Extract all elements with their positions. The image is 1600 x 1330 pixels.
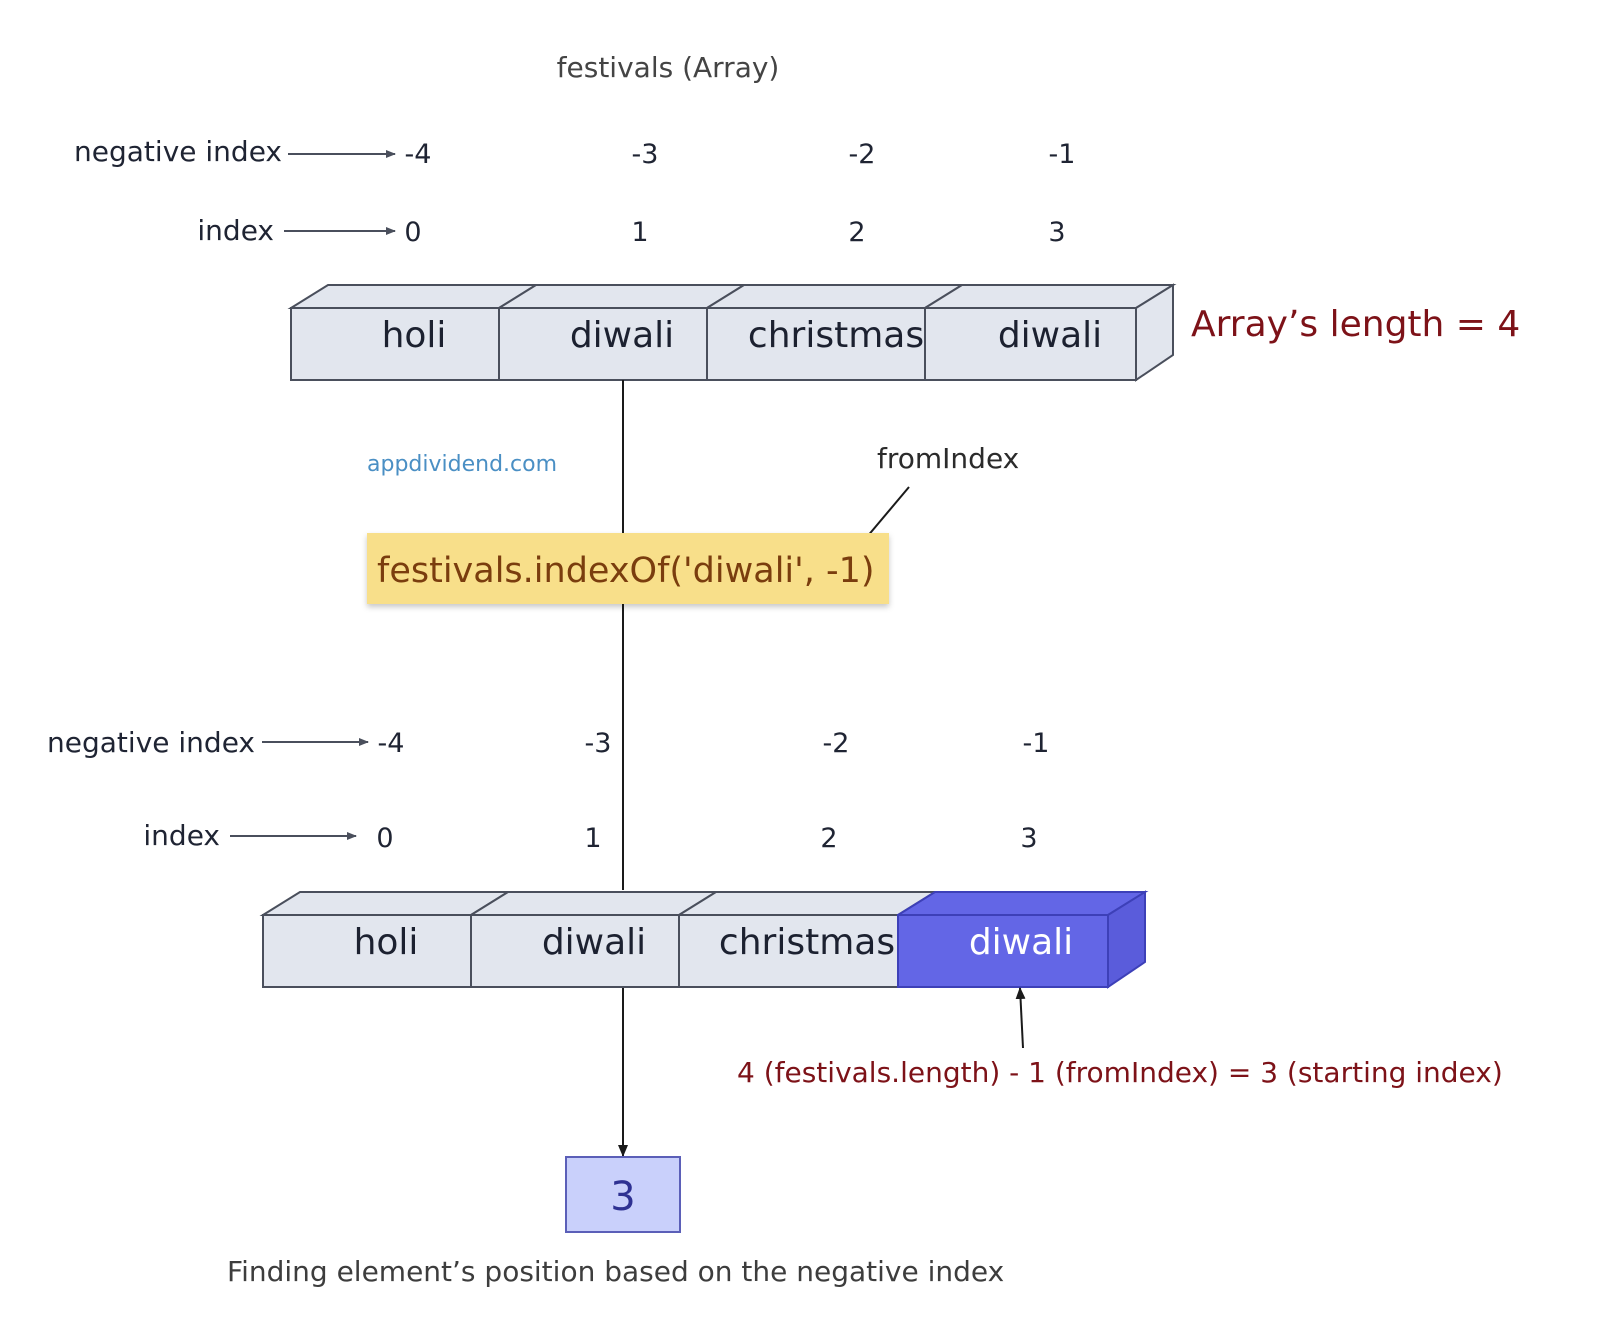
bottom-array-cell (470, 914, 680, 988)
bottom-cell-top-face (259, 891, 512, 916)
top-array-cell (924, 307, 1137, 381)
bottom-index-value: 3 (1020, 823, 1037, 854)
bottom-cell-top-face (675, 891, 939, 916)
top-cell-value: holi (382, 315, 447, 356)
result-value: 3 (610, 1174, 635, 1220)
top-negative-index-value: -1 (1049, 139, 1076, 170)
bottom-cell-value: holi (354, 922, 419, 963)
top-negative-index-value: -2 (849, 139, 876, 170)
bottom-cell-value: diwali (542, 922, 646, 963)
bottom-index-value: 2 (820, 823, 837, 854)
starting-index-formula: 4 (festivals.length) - 1 (fromIndex) = 3… (737, 1056, 1503, 1089)
top-cell-top-face (287, 284, 540, 309)
top-negative-index-value: -4 (405, 139, 432, 170)
top-index-value: 0 (404, 217, 421, 248)
top-cell-top-face (703, 284, 966, 309)
top-index-rows: negative index -4 -3 -2 -1 index 0 1 2 3 (74, 135, 1075, 248)
bottom-negative-index-value: -3 (585, 728, 612, 759)
bottom-index-value: 1 (584, 823, 601, 854)
top-array-cell (290, 307, 500, 381)
top-index-label: index (197, 214, 274, 247)
result-background (565, 1156, 681, 1233)
formula-arrow (1015, 987, 1026, 1049)
top-cell-value: christmas (748, 315, 924, 356)
highlighted-array-cell (897, 914, 1109, 988)
top-index-value: 2 (848, 217, 865, 248)
bottom-negative-index-value: -1 (1023, 728, 1050, 759)
array-length-annotation: Array’s length = 4 (1191, 304, 1520, 345)
code-call-text: festivals.indexOf('diwali', -1) (377, 551, 875, 591)
top-cell-value: diwali (998, 315, 1102, 356)
code-call-box: festivals.indexOf('diwali', -1) (367, 533, 889, 604)
top-cell-top-face (921, 284, 1177, 309)
top-negative-index-label: negative index (74, 135, 282, 168)
top-index-value: 3 (1048, 217, 1065, 248)
watermark: appdividend.com (367, 452, 557, 477)
result-box: 3 (565, 1156, 681, 1233)
bottom-index-rows: negative index -4 -3 -2 -1 index 0 1 2 3 (47, 726, 1049, 854)
array-title: festivals (Array) (557, 51, 780, 84)
bottom-index-label: index (143, 819, 220, 852)
bottom-cell-value: christmas (719, 922, 895, 963)
highlighted-cell-value: diwali (969, 922, 1073, 963)
highlighted-cell-top-face (894, 891, 1149, 916)
bottom-array: holi diwali christmas diwali (259, 890, 1149, 989)
diagram-caption: Finding element’s position based on the … (227, 1255, 1004, 1288)
bottom-cell-top-face (467, 891, 720, 916)
bottom-negative-index-value: -4 (378, 728, 405, 759)
top-negative-index-value: -3 (632, 139, 659, 170)
top-cell-top-face (495, 284, 748, 309)
top-array: holi diwali christmas diwali (287, 283, 1177, 382)
top-cell-value: diwali (570, 315, 674, 356)
bottom-negative-index-value: -2 (823, 728, 850, 759)
from-index-label: fromIndex (877, 442, 1019, 475)
bottom-index-value: 0 (376, 823, 393, 854)
bottom-array-cell (262, 914, 472, 988)
code-call-background (367, 533, 889, 604)
top-array-cell (706, 307, 926, 381)
bottom-negative-index-label: negative index (47, 726, 255, 759)
top-index-value: 1 (631, 217, 648, 248)
